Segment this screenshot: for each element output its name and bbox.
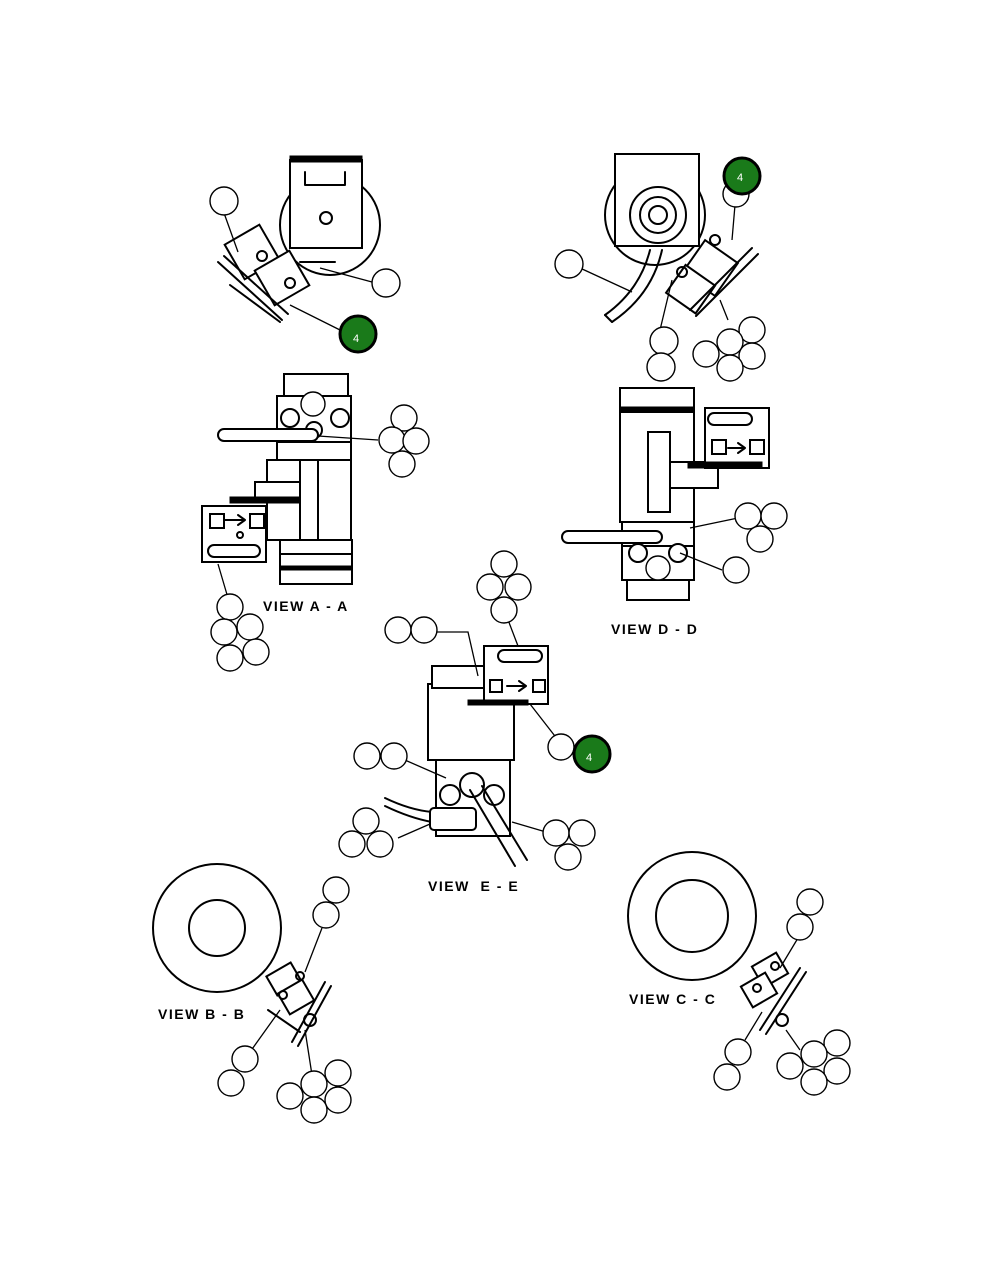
highlighted-callout-top-left[interactable]: 4: [338, 314, 378, 354]
callout-number: 4: [353, 333, 359, 345]
callout-circle: [572, 734, 612, 774]
callout-bubbles: [209, 180, 851, 1124]
view-label-b-b: VIEW B - B: [158, 1006, 245, 1022]
view-label-d-d: VIEW D - D: [611, 621, 698, 637]
view-label-a-a: VIEW A - A: [263, 598, 349, 614]
callout-number: 4: [737, 172, 743, 184]
callout-number: 4: [586, 752, 592, 764]
callout-circle: [338, 314, 378, 354]
assembly-view-d-d: [561, 387, 770, 601]
view-label-c-c: VIEW C - C: [629, 991, 716, 1007]
callout-circle: [722, 156, 762, 196]
assembly-view-e-e: [384, 611, 559, 867]
assembly-view-b-b: [152, 863, 332, 1076]
assembly-top-left: [217, 155, 381, 331]
highlighted-callout-top-right[interactable]: 4: [722, 156, 762, 196]
view-label-e-e: VIEW E - E: [428, 878, 519, 894]
assembly-view-c-c: [627, 851, 807, 1051]
highlighted-callout-view-e-e[interactable]: 4: [572, 734, 612, 774]
assembly-top-right: [579, 153, 759, 331]
assembly-view-a-a: [201, 373, 379, 599]
